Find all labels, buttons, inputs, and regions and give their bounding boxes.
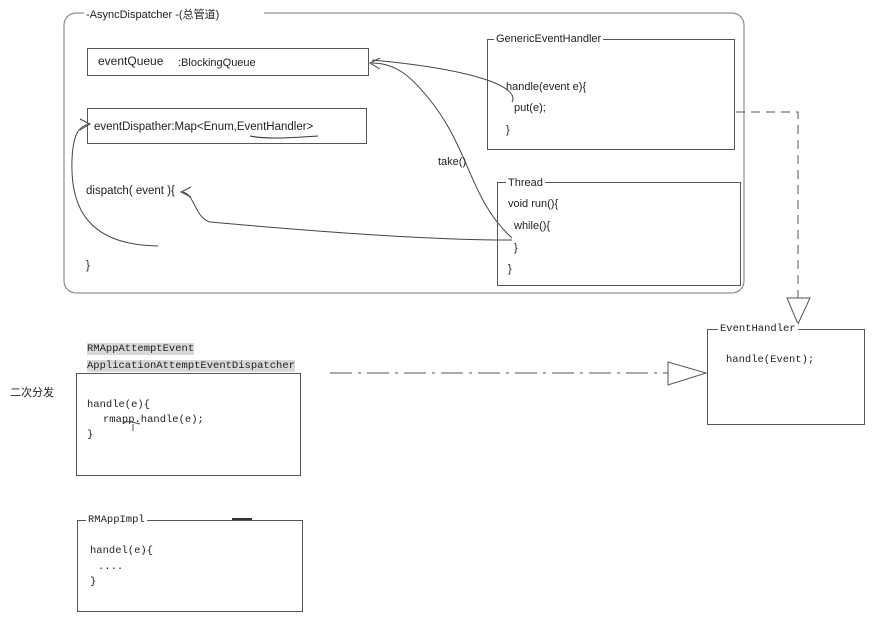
async-dispatcher-frame: [63, 12, 745, 294]
dispatch-arrow: [182, 191, 513, 241]
rmapp-impl-close-brace: }: [90, 576, 97, 588]
thread-while-close: }: [514, 242, 518, 254]
rmapp-impl-box: RMAppImpl handel(e){ .... }: [77, 514, 303, 612]
generic-close-brace: }: [506, 124, 510, 136]
thread-title: Thread: [506, 177, 545, 189]
secondary-dispatch-label: 二次分发: [10, 386, 54, 399]
rmapp-impl-handel-sig: handel(e){: [90, 545, 154, 557]
take-arrow: [371, 62, 513, 239]
generic-handle-sig: handle(event e){: [506, 81, 587, 93]
implements-line-generic: [736, 111, 799, 298]
thread-while: while(){: [514, 220, 551, 232]
dispatch-signature: dispatch( event ){: [86, 185, 175, 197]
generic-put-call: put(e);: [514, 102, 546, 114]
implements-arrowhead-generic: [786, 297, 811, 326]
generic-event-handler-box: GenericEventHandler handle(event e){ put…: [487, 33, 735, 150]
generic-event-handler-title: GenericEventHandler: [494, 33, 604, 45]
thread-run-close: }: [508, 263, 512, 275]
event-queue-type: :BlockingQueue: [178, 57, 256, 69]
rmapp-impl-title: RMAppImpl: [86, 514, 147, 526]
event-handler-method: handle(Event);: [726, 354, 815, 366]
put-arrow: [371, 59, 514, 103]
app-attempt-handle-sig: handle(e){: [87, 399, 151, 411]
event-dispatcher-map-box: eventDispather:Map<Enum,EventHandler>: [87, 108, 367, 144]
rmapp-impl-body: ....: [98, 561, 124, 573]
app-attempt-dispatcher-box: ApplicationAttemptEventDispatcher handle…: [76, 360, 301, 476]
implements-arrowhead-dispatcher: [667, 361, 708, 386]
event-dispatcher-map-field: eventDispather:Map<Enum,EventHandler>: [94, 121, 314, 133]
thread-run-sig: void run(){: [508, 198, 559, 210]
app-attempt-rmapp-call: rmapp.handle(e);: [103, 414, 204, 426]
lookup-arrow: [71, 123, 159, 247]
app-attempt-close-brace: }: [87, 429, 94, 441]
event-queue-field: eventQueue: [98, 54, 164, 68]
rmapp-attempt-event-title: RMAppAttemptEvent: [87, 343, 195, 355]
async-dispatcher-title: -AsyncDispatcher -(总管道): [86, 9, 220, 21]
take-label: take(): [438, 156, 467, 168]
dispatch-close-brace: }: [86, 260, 90, 272]
event-handler-title: EventHandler: [718, 323, 798, 335]
app-attempt-dispatcher-title: ApplicationAttemptEventDispatcher: [87, 360, 295, 372]
thread-box: Thread void run(){ while(){ } }: [497, 177, 741, 286]
event-handler-box: EventHandler handle(Event);: [707, 323, 865, 425]
event-queue-box: eventQueue :BlockingQueue: [87, 48, 369, 76]
